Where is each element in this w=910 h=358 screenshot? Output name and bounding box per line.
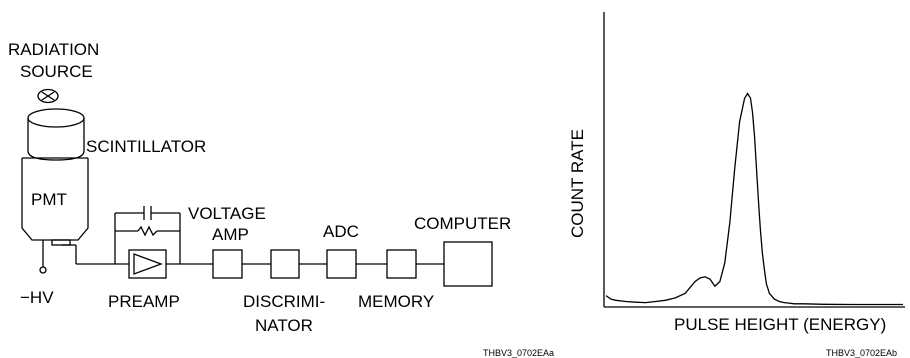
pmt-tube [21,157,89,246]
memory-block [386,249,417,279]
hv-label: −HV [20,288,54,307]
preamp-label: PREAMP [108,292,180,311]
voltage-amp-label-line1: VOLTAGE [188,204,266,223]
preamp-triangle-icon [133,253,163,275]
diagram-figure-code: THBV3_0702EAa [483,348,554,358]
voltage-amp-label-line2: AMP [212,225,249,244]
pmt-label: PMT [31,190,67,209]
computer-block [443,241,493,287]
feedback-resistor-icon [137,225,158,237]
memory-label: MEMORY [358,292,434,311]
voltage-amp-block [212,249,243,279]
adc-label: ADC [323,222,359,241]
block-diagram: RADIATION SOURCE SCINTILLATOR PMT −HV [8,40,554,358]
computer-label: COMPUTER [414,214,511,233]
radiation-source-icon [37,88,59,104]
y-axis-label: COUNT RATE [568,129,587,238]
source-label-line1: RADIATION [8,40,99,59]
spectrum-figure-code: THBV3_0702EAb [826,348,897,358]
source-label-line2: SOURCE [20,62,93,81]
adc-block [326,249,357,279]
scintillator-crystal [27,108,85,161]
discriminator-block [270,249,300,279]
spectrum-series-line [605,92,903,306]
feedback-network [114,206,181,264]
hv-terminal-icon [39,266,47,274]
discriminator-label-line2: NATOR [255,316,313,335]
scintillator-label: SCINTILLATOR [86,137,206,156]
discriminator-label-line1: DISCRIMI- [243,292,325,311]
x-axis-label: PULSE HEIGHT (ENERGY) [674,315,886,334]
spectrum-chart: COUNT RATE PULSE HEIGHT (ENERGY) THBV3_0… [568,12,905,358]
